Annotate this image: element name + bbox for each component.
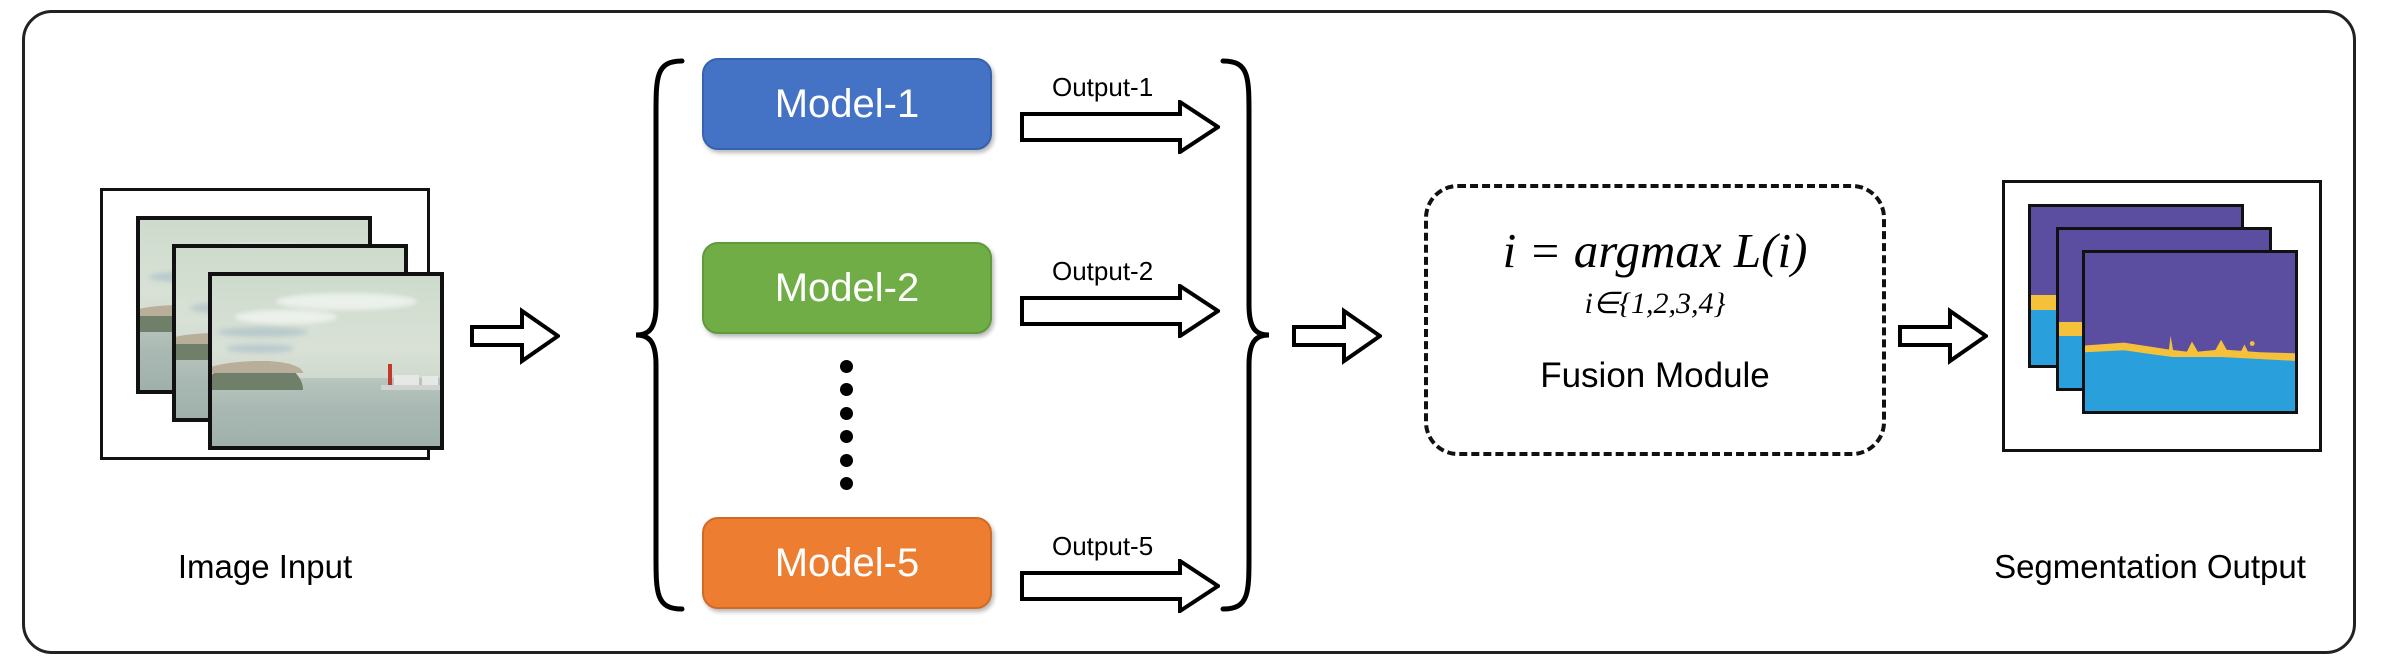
ellipsis-dot bbox=[839, 406, 853, 420]
ellipsis-dot bbox=[839, 476, 853, 490]
input-image-stack bbox=[100, 188, 444, 460]
arrow-models-to-fusion bbox=[1292, 305, 1384, 367]
model-2-label: Model-2 bbox=[774, 265, 920, 310]
input-caption-line2: (N×3×512×384) bbox=[40, 665, 490, 671]
output-caption-line1: Segmentation Output bbox=[1994, 547, 2306, 585]
opening-brace bbox=[630, 55, 690, 615]
model-5-label: Model-5 bbox=[774, 540, 920, 585]
ellipsis-dot bbox=[839, 360, 853, 373]
ellipsis-dot bbox=[839, 453, 853, 467]
segmentation-output-stack bbox=[2002, 180, 2322, 460]
output-caption-line2: (N×1×512×384) bbox=[1920, 665, 2380, 671]
output-1-label: Output-1 bbox=[1052, 72, 1154, 102]
model-box-model-1[interactable]: Model-1 bbox=[702, 58, 992, 150]
arrow-model-2-output bbox=[1020, 282, 1222, 340]
segmentation-mask-front bbox=[2082, 250, 2298, 414]
input-caption: Image Input (N×3×512×384) bbox=[40, 470, 490, 671]
ellipsis-dot bbox=[839, 383, 853, 397]
input-caption-line1: Image Input bbox=[177, 547, 353, 585]
output-2-label: Output-2 bbox=[1052, 256, 1154, 286]
arrow-model-1-output bbox=[1020, 98, 1222, 156]
arrow-model-5-output bbox=[1020, 557, 1222, 615]
model-box-model-5[interactable]: Model-5 bbox=[702, 517, 992, 609]
arrow-fusion-to-output bbox=[1898, 305, 1990, 367]
input-photo-front bbox=[208, 272, 444, 450]
outer-frame bbox=[22, 10, 2356, 654]
output-5-label: Output-5 bbox=[1052, 531, 1154, 561]
output-caption: Segmentation Output (N×1×512×384) bbox=[1920, 470, 2380, 671]
closing-brace bbox=[1215, 55, 1275, 615]
fusion-formula-subscript: i∈{1,2,3,4} bbox=[1584, 287, 1726, 320]
fusion-formula: i = argmax L(i) bbox=[1502, 223, 1808, 278]
model-box-model-2[interactable]: Model-2 bbox=[702, 242, 992, 334]
ellipsis-dot bbox=[839, 430, 853, 444]
vertical-ellipsis-dots bbox=[834, 360, 858, 490]
fusion-module-title: Fusion Module bbox=[1540, 356, 1770, 395]
fusion-module-box[interactable]: i = argmax L(i) i∈{1,2,3,4} Fusion Modul… bbox=[1424, 184, 1886, 456]
model-1-label: Model-1 bbox=[774, 81, 920, 126]
arrow-input-to-models bbox=[470, 305, 562, 367]
